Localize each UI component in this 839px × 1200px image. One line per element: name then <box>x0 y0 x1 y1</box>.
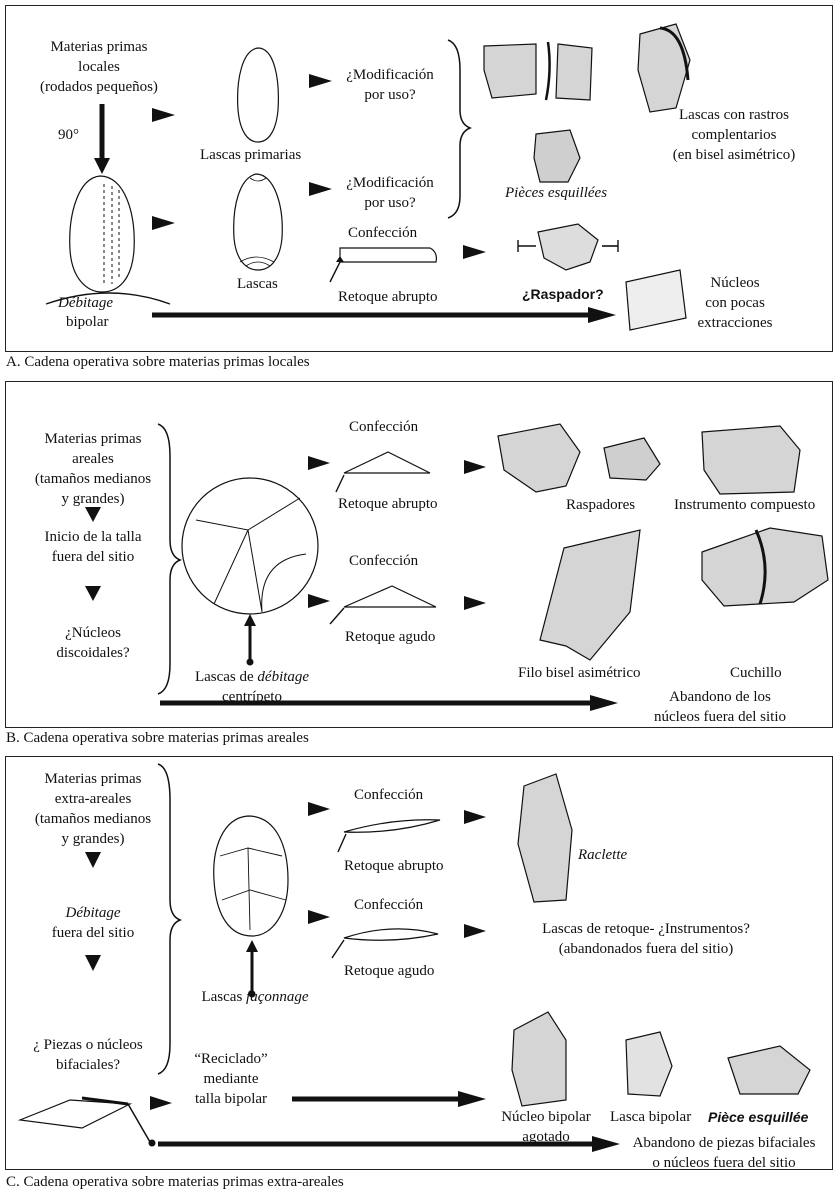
c-deb-l1: Débitage <box>20 904 166 923</box>
c-retflakes-l1: Lascas de retoque- ¿Instrumentos? <box>496 920 796 939</box>
c-biface-l1: ¿ Piezas o núcleos <box>8 1036 168 1055</box>
c-src-l1: Materias primas <box>20 770 166 789</box>
c-deb-l2: fuera del sitio <box>20 924 166 943</box>
c-aband-l2: o núcleos fuera del sitio <box>614 1154 834 1173</box>
c-recycle-l3: talla bipolar <box>176 1090 286 1109</box>
c-src-l3: (tamaños medianos <box>20 810 166 829</box>
c-faconnage-label: Lascas façonnage <box>190 988 320 1007</box>
c-faconnage-it: façonnage <box>246 989 308 1005</box>
c-aband-l1: Abandono de piezas bifaciales <box>614 1134 834 1153</box>
c-core-l2: agotado <box>488 1128 604 1147</box>
c-retouch2: Retoque agudo <box>344 962 434 981</box>
c-retouch1: Retoque abrupto <box>344 857 444 876</box>
c-src-l2: extra-areales <box>20 790 166 809</box>
c-retflakes-l2: (abandonados fuera del sitio) <box>496 940 796 959</box>
c-faconnage-pre: Lascas <box>201 989 246 1005</box>
c-confeccion2: Confección <box>354 896 423 915</box>
c-core-l1: Núcleo bipolar <box>488 1108 604 1127</box>
c-src-l4: y grandes) <box>20 830 166 849</box>
c-confeccion1: Confección <box>354 786 423 805</box>
c-caption: C. Cadena operativa sobre materias prima… <box>6 1174 344 1191</box>
c-raclette: Raclette <box>578 846 627 865</box>
c-recycle-l2: mediante <box>176 1070 286 1089</box>
c-biface-l2: bifaciales? <box>8 1056 168 1075</box>
c-recycle-l1: “Reciclado” <box>176 1050 286 1069</box>
c-lasca-bipolar: Lasca bipolar <box>610 1108 691 1127</box>
c-piece: Pièce esquillée <box>708 1108 808 1127</box>
